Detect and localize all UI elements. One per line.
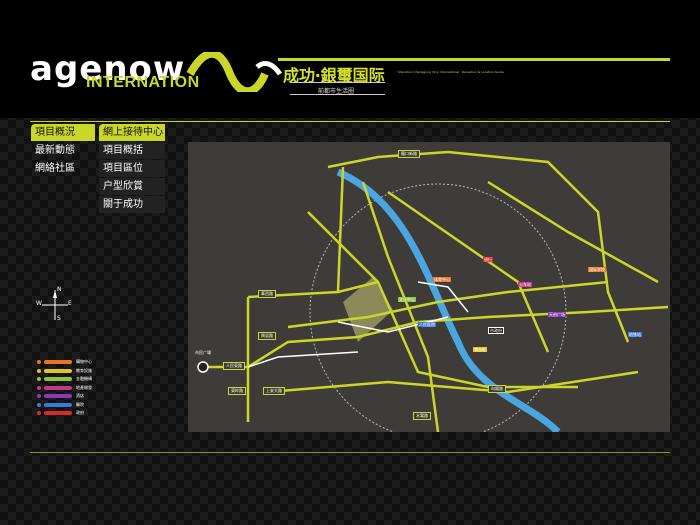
road-label: 人民東路 bbox=[223, 362, 245, 370]
brand-rule-top bbox=[290, 82, 385, 83]
submenu-item-reception[interactable]: 網上接待中心 bbox=[99, 124, 165, 141]
submenu-item-floorplans[interactable]: 户型欣賞 bbox=[99, 178, 165, 195]
brand-title: 成功‧銀璽国际 bbox=[283, 66, 385, 85]
legend-row: 購物中心 bbox=[37, 358, 92, 367]
menu-item-overview[interactable]: 項目概況 bbox=[31, 124, 95, 141]
menu-item-news[interactable]: 最新動態 bbox=[35, 145, 75, 156]
brand-subtitle: 前都市生活圈 bbox=[318, 88, 355, 95]
logo-subtext: INTERNATION bbox=[86, 74, 200, 91]
poi-label[interactable]: 商业街 bbox=[473, 347, 487, 352]
header-rule bbox=[278, 58, 670, 61]
footer-rule bbox=[30, 452, 670, 453]
legend-row: 教育設施 bbox=[37, 367, 92, 376]
legend-label: 地產開發 bbox=[76, 384, 92, 390]
primary-menu: 項目概況 最新動態 網絡社區 bbox=[31, 124, 95, 178]
poi-label[interactable]: 银行 bbox=[483, 257, 493, 262]
legend-label: 酒店 bbox=[76, 393, 84, 399]
road-label: 興吳路 bbox=[258, 332, 276, 340]
compass-east: E bbox=[68, 300, 72, 307]
road-label: 東岭路 bbox=[228, 387, 246, 395]
road-label: 華西路 bbox=[258, 290, 276, 298]
compass-west: W bbox=[36, 300, 42, 307]
map-legend: 購物中心 教育設施 金融機構 地產開發 酒店 醫院 政府 bbox=[37, 358, 92, 418]
road-label: 向陽路 bbox=[488, 385, 506, 393]
road-label: 龍口新路 bbox=[398, 150, 420, 158]
poi-label[interactable]: 体育中心 bbox=[433, 277, 451, 282]
legend-row: 酒店 bbox=[37, 392, 92, 401]
poi-label[interactable]: 人民医院 bbox=[418, 322, 436, 327]
header-note: Shenzhen Chenggong Yinxi International ·… bbox=[398, 70, 504, 74]
compass-icon: N S W E bbox=[36, 286, 72, 322]
legend-row: 政府 bbox=[37, 409, 92, 418]
logo-text: agenow bbox=[30, 49, 186, 89]
location-map[interactable]: 龍口新路 人民東路 華西路 興吳路 東岭路 上安大路 向陽路 水電路 市民广場 … bbox=[188, 142, 670, 432]
legend-label: 醫院 bbox=[76, 401, 84, 407]
poi-label[interactable]: 地铁站 bbox=[628, 332, 642, 337]
submenu-item-summary[interactable]: 項目概括 bbox=[99, 142, 165, 159]
legend-row: 金融機構 bbox=[37, 375, 92, 384]
poi-label[interactable]: 市民广場 bbox=[195, 350, 211, 355]
menu-rule bbox=[30, 121, 670, 122]
wave-logo-icon bbox=[186, 52, 283, 92]
compass-south: S bbox=[57, 315, 61, 322]
road-label: 水電路 bbox=[413, 412, 431, 420]
legend-label: 教育設施 bbox=[76, 367, 92, 373]
poi-label[interactable]: 天府广场 bbox=[548, 312, 566, 317]
poi-label[interactable]: 文化中心 bbox=[398, 297, 416, 302]
menu-item-community[interactable]: 網絡社區 bbox=[35, 163, 75, 174]
legend-label: 購物中心 bbox=[76, 359, 92, 365]
compass-north: N bbox=[57, 286, 62, 293]
poi-label[interactable]: 火车站 bbox=[518, 282, 532, 287]
brand-rule-bottom bbox=[290, 94, 385, 95]
secondary-menu: 網上接待中心 項目概括 項目區位 户型欣賞 關于成功 bbox=[99, 124, 165, 214]
map-roads bbox=[197, 150, 669, 432]
header: agenow INTERNATION 成功‧銀璽国际 前都市生活圈 Shenzh… bbox=[0, 0, 700, 118]
poi-label[interactable]: 国际学校 bbox=[588, 267, 606, 272]
legend-row: 地產開發 bbox=[37, 384, 92, 393]
submenu-item-location[interactable]: 項目區位 bbox=[99, 160, 165, 177]
legend-row: 醫院 bbox=[37, 401, 92, 410]
road-label: 上安大路 bbox=[263, 387, 285, 395]
submenu-item-about[interactable]: 關于成功 bbox=[99, 196, 165, 213]
poi-label[interactable]: 市政府 bbox=[488, 327, 504, 334]
legend-label: 政府 bbox=[76, 410, 84, 416]
legend-label: 金融機構 bbox=[76, 376, 92, 382]
